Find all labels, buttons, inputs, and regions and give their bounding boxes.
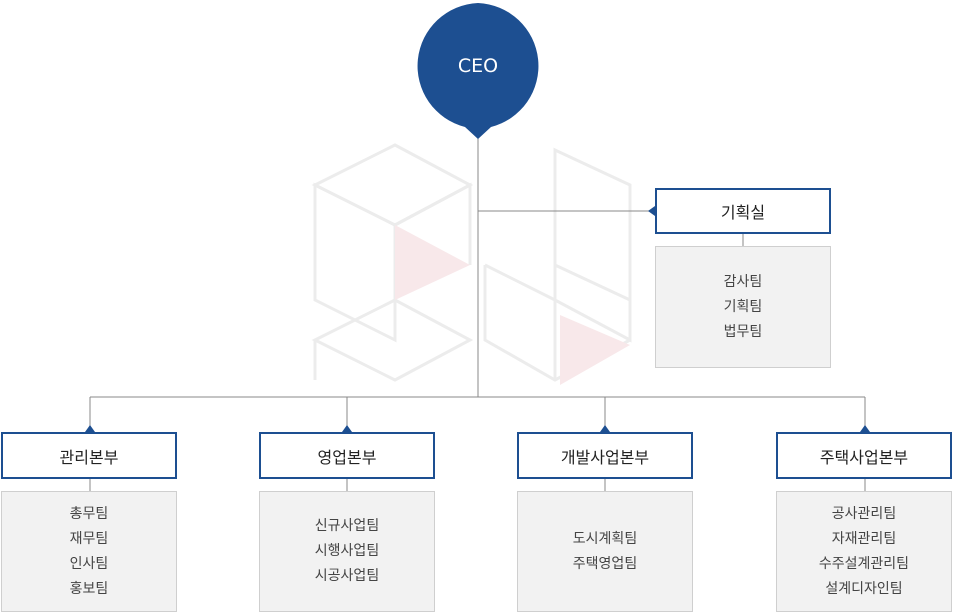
planning-office-box[interactable]: 기획실 [655,188,831,234]
division-title: 개발사업본부 [560,447,650,467]
watermark-logo [311,143,632,385]
connector-lines [89,138,866,491]
ceo-marker [417,3,539,139]
team-item: 자재관리팀 [831,530,897,547]
team-item: 법무팀 [723,323,763,340]
team-item: 인사팀 [69,555,109,572]
division-box-sales[interactable]: 영업본부 [259,432,435,479]
team-item: 기획팀 [723,298,763,315]
team-item: 홍보팀 [69,580,109,597]
team-item: 감사팀 [723,273,763,290]
division-box-housing[interactable]: 주택사업본부 [776,432,952,479]
connector-arrows [85,206,870,432]
planning-team-list: 감사팀 기획팀 법무팀 [655,246,831,368]
team-item: 신규사업팀 [314,518,380,534]
team-item: 주택영업팀 [572,555,638,572]
team-item: 수주설계관리팀 [818,555,910,572]
division-title: 관리본부 [59,447,119,467]
division-box-management[interactable]: 관리본부 [1,432,177,479]
team-item: 총무팀 [69,505,109,522]
team-item: 공사관리팀 [831,505,897,522]
team-item: 재무팀 [69,530,109,547]
team-item: 도시계획팀 [572,530,638,547]
division-box-development[interactable]: 개발사업본부 [517,432,693,479]
team-item: 설계디자인팀 [825,580,903,597]
team-item: 시공사업팀 [314,568,380,584]
division-team-list-sales: 신규사업팀 시행사업팀 시공사업팀 [259,491,435,612]
division-team-list-management: 총무팀 재무팀 인사팀 홍보팀 [1,491,177,612]
team-item: 시행사업팀 [314,543,380,559]
division-team-list-housing: 공사관리팀 자재관리팀 수주설계관리팀 설계디자인팀 [776,491,952,612]
division-title: 영업본부 [317,447,377,467]
division-title: 주택사업본부 [819,447,909,467]
division-team-list-development: 도시계획팀 주택영업팀 [517,491,693,612]
planning-office-title: 기획실 [720,203,766,222]
